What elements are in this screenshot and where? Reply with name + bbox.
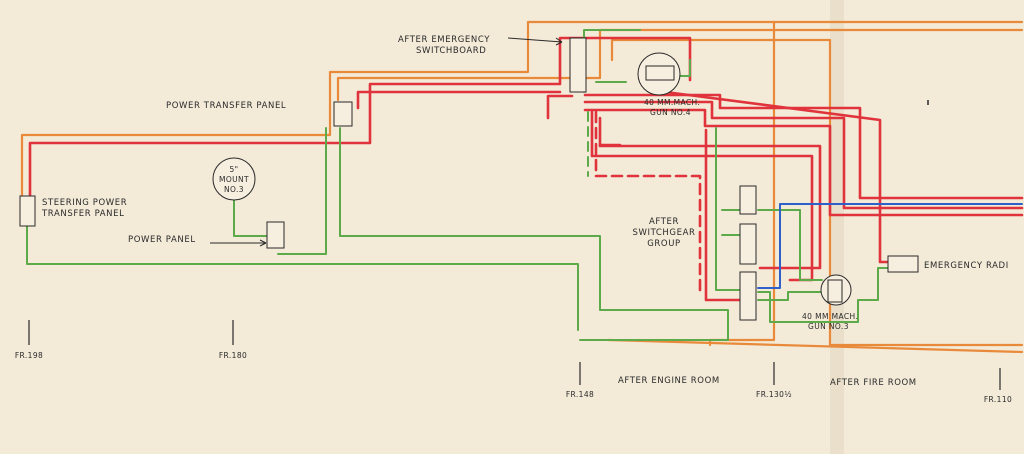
gun3-label-2: GUN NO.3 (808, 322, 849, 331)
dashed-wires (587, 110, 702, 298)
after-emergency-switchboard-label-1: AFTER EMERGENCY (398, 35, 490, 45)
orange-wire-bottom (606, 338, 1024, 354)
frame-ticks (28, 320, 1001, 390)
frame-label-fr110: FR.110 (984, 395, 1012, 404)
green-wire-gun3-lower (757, 291, 823, 301)
orange-wire-fire-room (610, 38, 1024, 347)
steering-power-transfer-panel-box (19, 195, 36, 227)
orange-wire-transfer-panel (336, 28, 1024, 102)
frame-label-fr130: FR.130½ (756, 390, 792, 399)
switchboard-arrowhead (555, 37, 563, 46)
green-wire-transfer-panel (339, 127, 729, 341)
switchgear-label-1: AFTER (649, 217, 679, 227)
mount-no3-circle (212, 157, 256, 201)
components (19, 37, 919, 321)
steering-power-label-1: STEERING POWER (42, 198, 127, 208)
orange-wire-top-bus (20, 20, 1024, 197)
red-wire-emergency-radio (648, 88, 890, 264)
text-labels: AFTER EMERGENCY SWITCHBOARD POWER TRANSF… (15, 35, 1012, 404)
after-fire-room-label: AFTER FIRE ROOM (830, 378, 917, 388)
red-wire-transfer-panel (356, 90, 562, 110)
gun4-box (645, 65, 675, 81)
green-wire-mount3 (233, 197, 269, 237)
emergency-radio-box (887, 255, 919, 273)
emergency-radio-label: EMERGENCY RADI (924, 261, 1009, 271)
red-wire-switchgear-bottom (704, 128, 742, 302)
switchboard-leader (507, 37, 563, 43)
green-wire-gun4 (675, 59, 691, 77)
green-wire-power-panel (277, 127, 327, 255)
switchgear-label-2: SWITCHGEAR (632, 228, 695, 238)
switchgear-box-1 (739, 185, 757, 215)
steering-power-label-2: TRANSFER PANEL (41, 209, 124, 219)
power-panel-box (266, 221, 285, 249)
gun3-box (827, 279, 843, 303)
green-wire-switchgear-1 (715, 127, 741, 291)
green-wire-bottom-bus (26, 224, 579, 331)
power-panel-label: POWER PANEL (128, 235, 196, 245)
mount-label-1: 5" (229, 165, 238, 174)
orange-wires (20, 20, 1024, 354)
after-engine-room-label: AFTER ENGINE ROOM (618, 376, 720, 386)
mount-label-3: NO.3 (224, 185, 244, 194)
red-dashed-wire (594, 110, 702, 298)
gun3-label-1: 40 MM MACH. (802, 312, 858, 321)
gun4-label-2: GUN NO.4 (650, 108, 691, 117)
frame-label-fr148: FR.148 (566, 390, 594, 399)
switchgear-box-2 (739, 223, 757, 265)
after-emergency-switchboard-label-2: SWITCHBOARD (416, 46, 486, 56)
green-wires (26, 29, 889, 341)
power-transfer-panel-box (333, 101, 353, 127)
frame-label-fr180: FR.180 (219, 351, 247, 360)
switchgear-box-3 (739, 271, 757, 321)
red-wire-emergency-3 (583, 108, 1024, 217)
blue-wires (757, 203, 1023, 289)
after-emergency-switchboard-box (569, 37, 587, 93)
leaders (210, 37, 929, 247)
red-wire-switchboard-left (546, 94, 574, 120)
switchgear-label-3: GROUP (647, 239, 681, 249)
gun4-label-1: 40 MM.MACH. (644, 98, 700, 107)
blue-wire (757, 203, 1023, 289)
red-wire-steering-panel (28, 36, 692, 197)
power-transfer-panel-label: POWER TRANSFER PANEL (166, 101, 286, 111)
power-panel-arrowhead (259, 239, 267, 247)
mount-label-2: MOUNT (219, 175, 249, 184)
red-wire-emergency-2 (583, 100, 1024, 210)
frame-label-fr198: FR.198 (15, 351, 43, 360)
green-wire-radio (757, 267, 889, 323)
